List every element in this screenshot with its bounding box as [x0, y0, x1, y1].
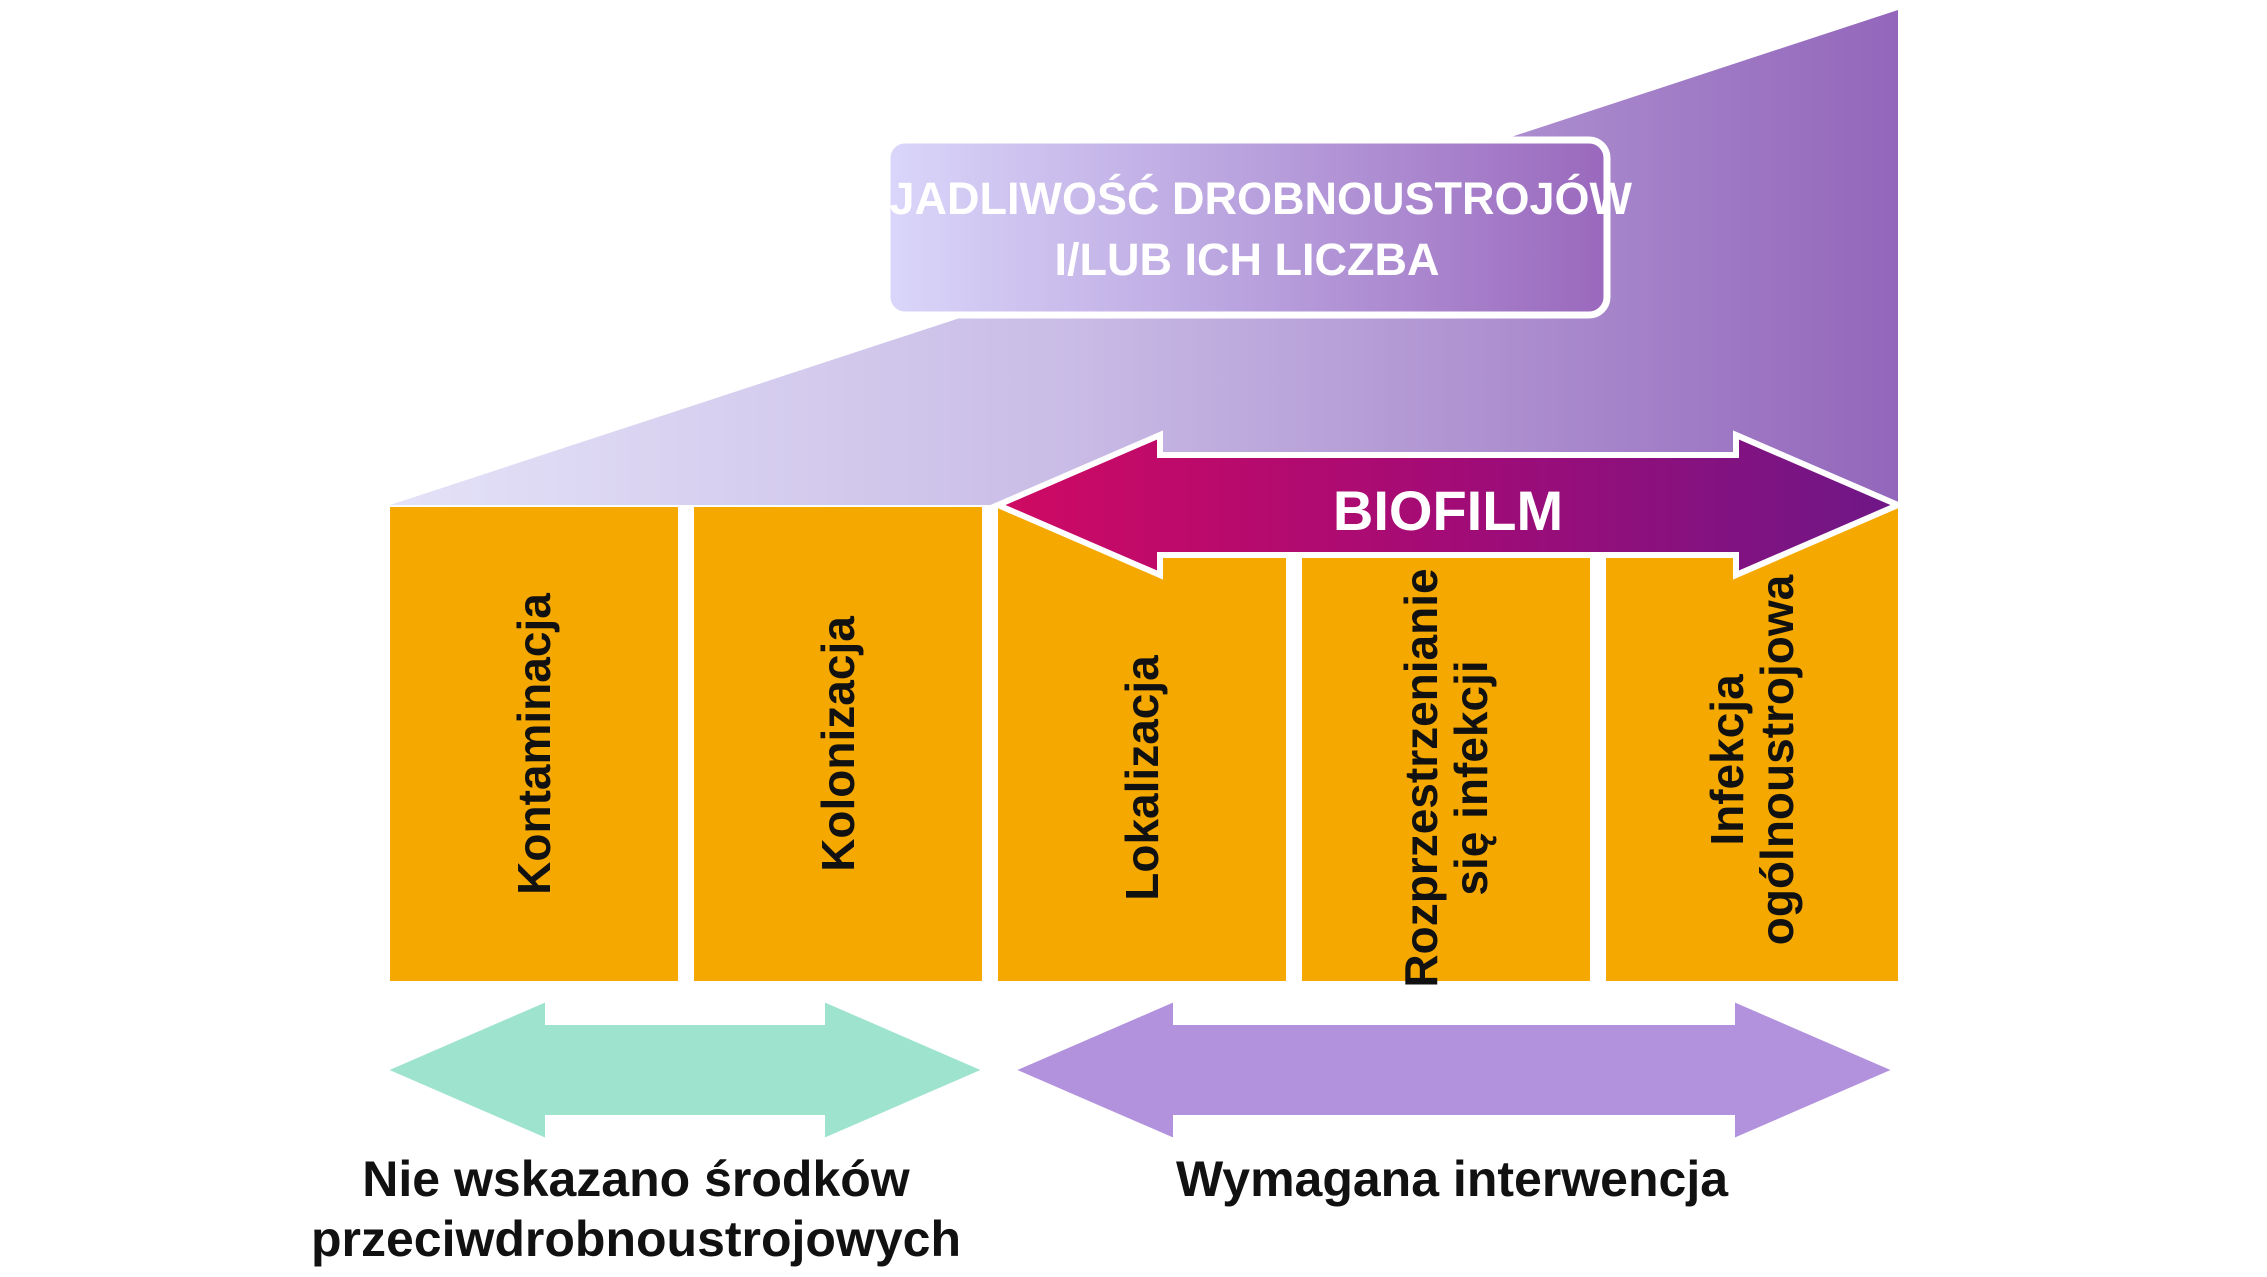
- biofilm-arrow: [990, 430, 1906, 580]
- stage-boxes: [390, 507, 1898, 981]
- stage-label-localization: Lokalizacja: [1116, 655, 1168, 901]
- virulence-banner-line2: I/LUB ICH LICZBA: [1055, 234, 1440, 285]
- no-antimicrobials-arrow: [374, 993, 996, 1147]
- stage-box-systemic-infection: [1606, 507, 1898, 981]
- virulence-banner-box: [883, 136, 1611, 319]
- stage-label-systemic-line1: Infekcja: [1701, 674, 1753, 846]
- intervention-arrow: [1002, 993, 1906, 1147]
- no-antimicrobials-line1: Nie wskazano środków: [362, 1151, 909, 1207]
- stage-label-contamination: Kontaminacja: [508, 593, 560, 895]
- virulence-banner-line1: ZJADLIWOŚĆ DROBNOUSTROJÓW: [862, 173, 1633, 224]
- biofilm-label: BIOFILM: [1333, 479, 1563, 542]
- stage-label-spreading-line1: Rozprzestrzenianie: [1395, 568, 1447, 987]
- stage-box-contamination: [390, 507, 678, 981]
- stage-label-colonization: Kolonizacja: [812, 616, 864, 872]
- stage-label-systemic-line2: ogólnoustrojowa: [1751, 574, 1803, 945]
- no-antimicrobials-line2: przeciwdrobnoustrojowych: [311, 1211, 961, 1267]
- stage-box-spreading-infection: [1302, 507, 1590, 981]
- stage-box-localization: [998, 507, 1286, 981]
- intervention-label: Wymagana interwencja: [1176, 1151, 1729, 1207]
- stage-labels: Kontaminacja Kolonizacja Lokalizacja Roz…: [508, 568, 1803, 987]
- stage-label-spreading-line2: się infekcji: [1445, 660, 1497, 895]
- stage-box-colonization: [694, 507, 982, 981]
